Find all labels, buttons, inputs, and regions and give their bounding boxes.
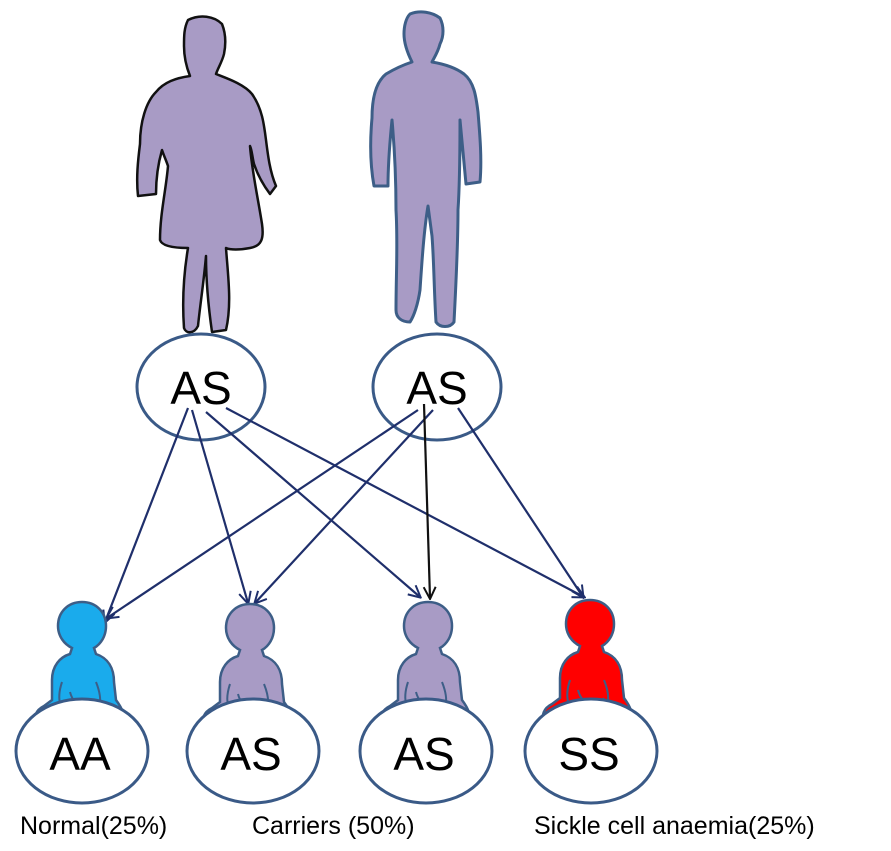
arrow-parent2-to-child1: [107, 409, 419, 618]
arrow-parent1-to-child4: [225, 407, 584, 597]
parent-genotype-1: AS: [135, 332, 267, 442]
child-genotype-4-label: SS: [558, 728, 619, 780]
male-parent-figure: [369, 10, 483, 328]
caption-sickle-cell: Sickle cell anaemia(25%): [534, 812, 815, 840]
arrow-parent2-to-child4: [457, 407, 583, 597]
child-genotype-1: AA: [14, 697, 150, 805]
arrow-parent2-to-child2: [255, 409, 434, 603]
child-genotype-1-label: AA: [49, 728, 111, 780]
parent-genotype-2: AS: [371, 332, 503, 442]
caption-normal: Normal(25%): [20, 812, 167, 840]
child-genotype-3: AS: [358, 697, 494, 805]
arrow-parent1-to-child2: [190, 409, 248, 603]
arrow-parent2-to-child3: [424, 403, 430, 598]
child-genotype-3-ellipse: [358, 697, 494, 805]
child-genotype-4-ellipse: [523, 697, 659, 805]
arrow-parent1-to-child1: [105, 407, 190, 622]
parent-genotype-2-label: AS: [406, 362, 467, 414]
parent-genotype-1-label: AS: [170, 362, 231, 414]
child-genotype-1-ellipse: [14, 697, 150, 805]
child-genotype-3-label: AS: [393, 728, 454, 780]
child-genotype-2-ellipse: [185, 697, 321, 805]
inheritance-arrows: [105, 403, 584, 622]
arrow-parent1-to-child3: [205, 411, 420, 597]
caption-carriers: Carriers (50%): [252, 812, 415, 840]
child-genotype-2: AS: [185, 697, 321, 805]
parent-genotype-2-ellipse: [371, 332, 503, 442]
female-parent-figure: [135, 15, 278, 334]
child-genotype-4: SS: [523, 697, 659, 805]
child-genotype-2-label: AS: [220, 728, 281, 780]
